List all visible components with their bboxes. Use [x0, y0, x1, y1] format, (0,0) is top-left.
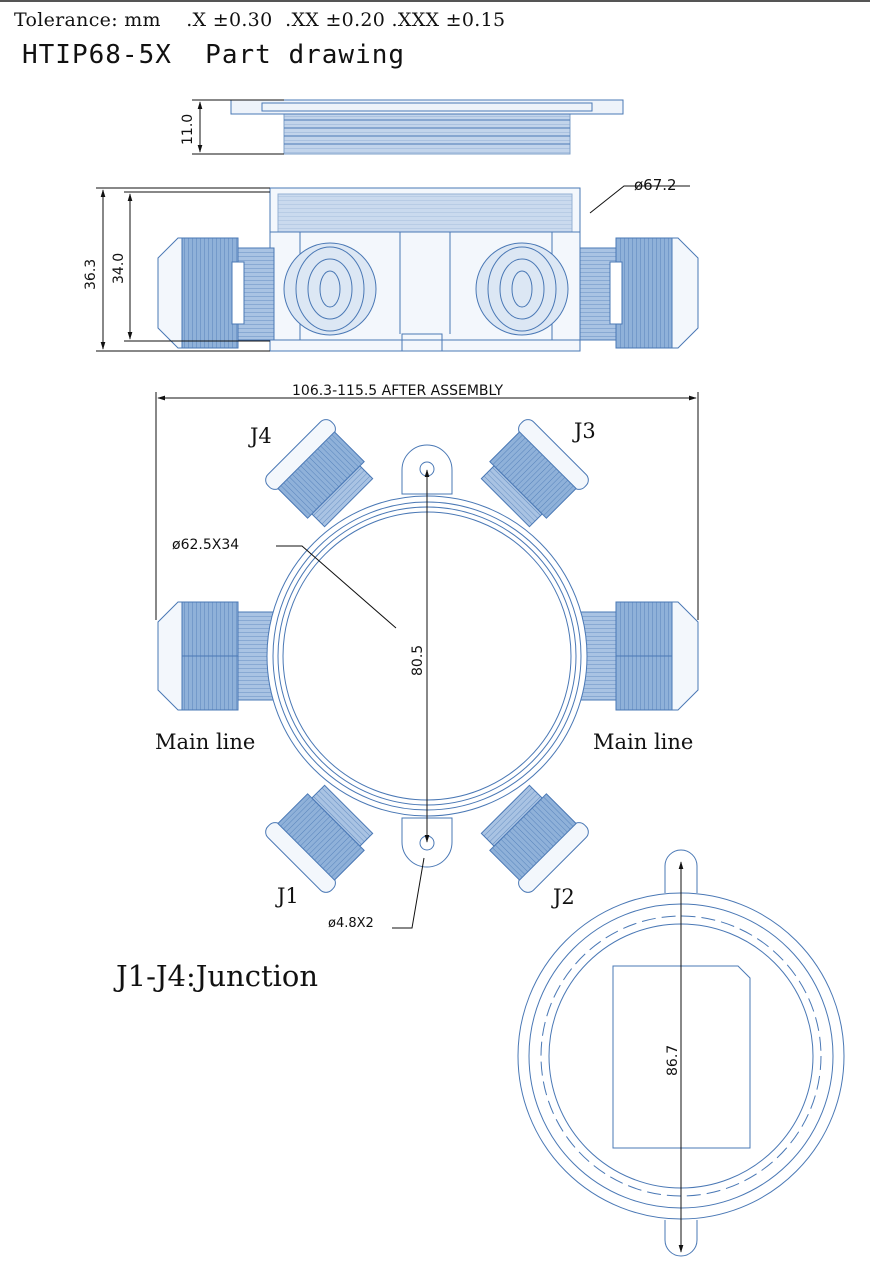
top-dimension-lines: [276, 469, 430, 929]
gland-main-left: [157, 601, 275, 711]
gland-j2: [480, 784, 589, 893]
overall-span-dimension: 106.3-115.5 AFTER ASSEMBLY: [292, 383, 503, 399]
side-right-gland: [579, 237, 699, 349]
body-diameter-dimension: ø62.5X34: [172, 537, 240, 553]
hole-spacing-dimension: 80.5: [410, 644, 426, 676]
outer-height-dimension: 36.3: [83, 258, 99, 290]
label-main-line-right: Main line: [593, 730, 694, 754]
top-border: [0, 0, 870, 2]
side-left-gland: [157, 237, 275, 349]
tolerance-note: Tolerance: mm .X ±0.30 .XX ±0.20 .XXX ±0…: [14, 9, 506, 31]
thread-diameter-dimension: ø67.2: [634, 176, 677, 194]
label-j2: J2: [553, 885, 575, 909]
span-dimension: [155, 392, 699, 620]
side-view-body: [269, 187, 581, 352]
side-dimension-lines: [96, 99, 690, 352]
gland-j3: [480, 419, 589, 528]
gland-j1: [265, 784, 374, 893]
gland-main-right: [579, 601, 699, 711]
body-height-dimension: 34.0: [111, 252, 127, 284]
hole-diameter-dimension: ø4.8X2: [328, 916, 374, 931]
junction-legend: J1-J4:Junction: [116, 959, 319, 993]
drawing-title: HTIP68-5X Part drawing: [22, 40, 406, 70]
side-view-cap: [230, 99, 624, 155]
label-j1: J1: [277, 884, 299, 908]
cap-height-dimension: 11.0: [180, 113, 196, 145]
gland-j4: [265, 419, 374, 528]
label-main-line-left: Main line: [155, 730, 256, 754]
lid-length-dimension: 86.7: [665, 1044, 681, 1076]
label-j4: J4: [250, 424, 272, 448]
label-j3: J3: [574, 419, 596, 443]
